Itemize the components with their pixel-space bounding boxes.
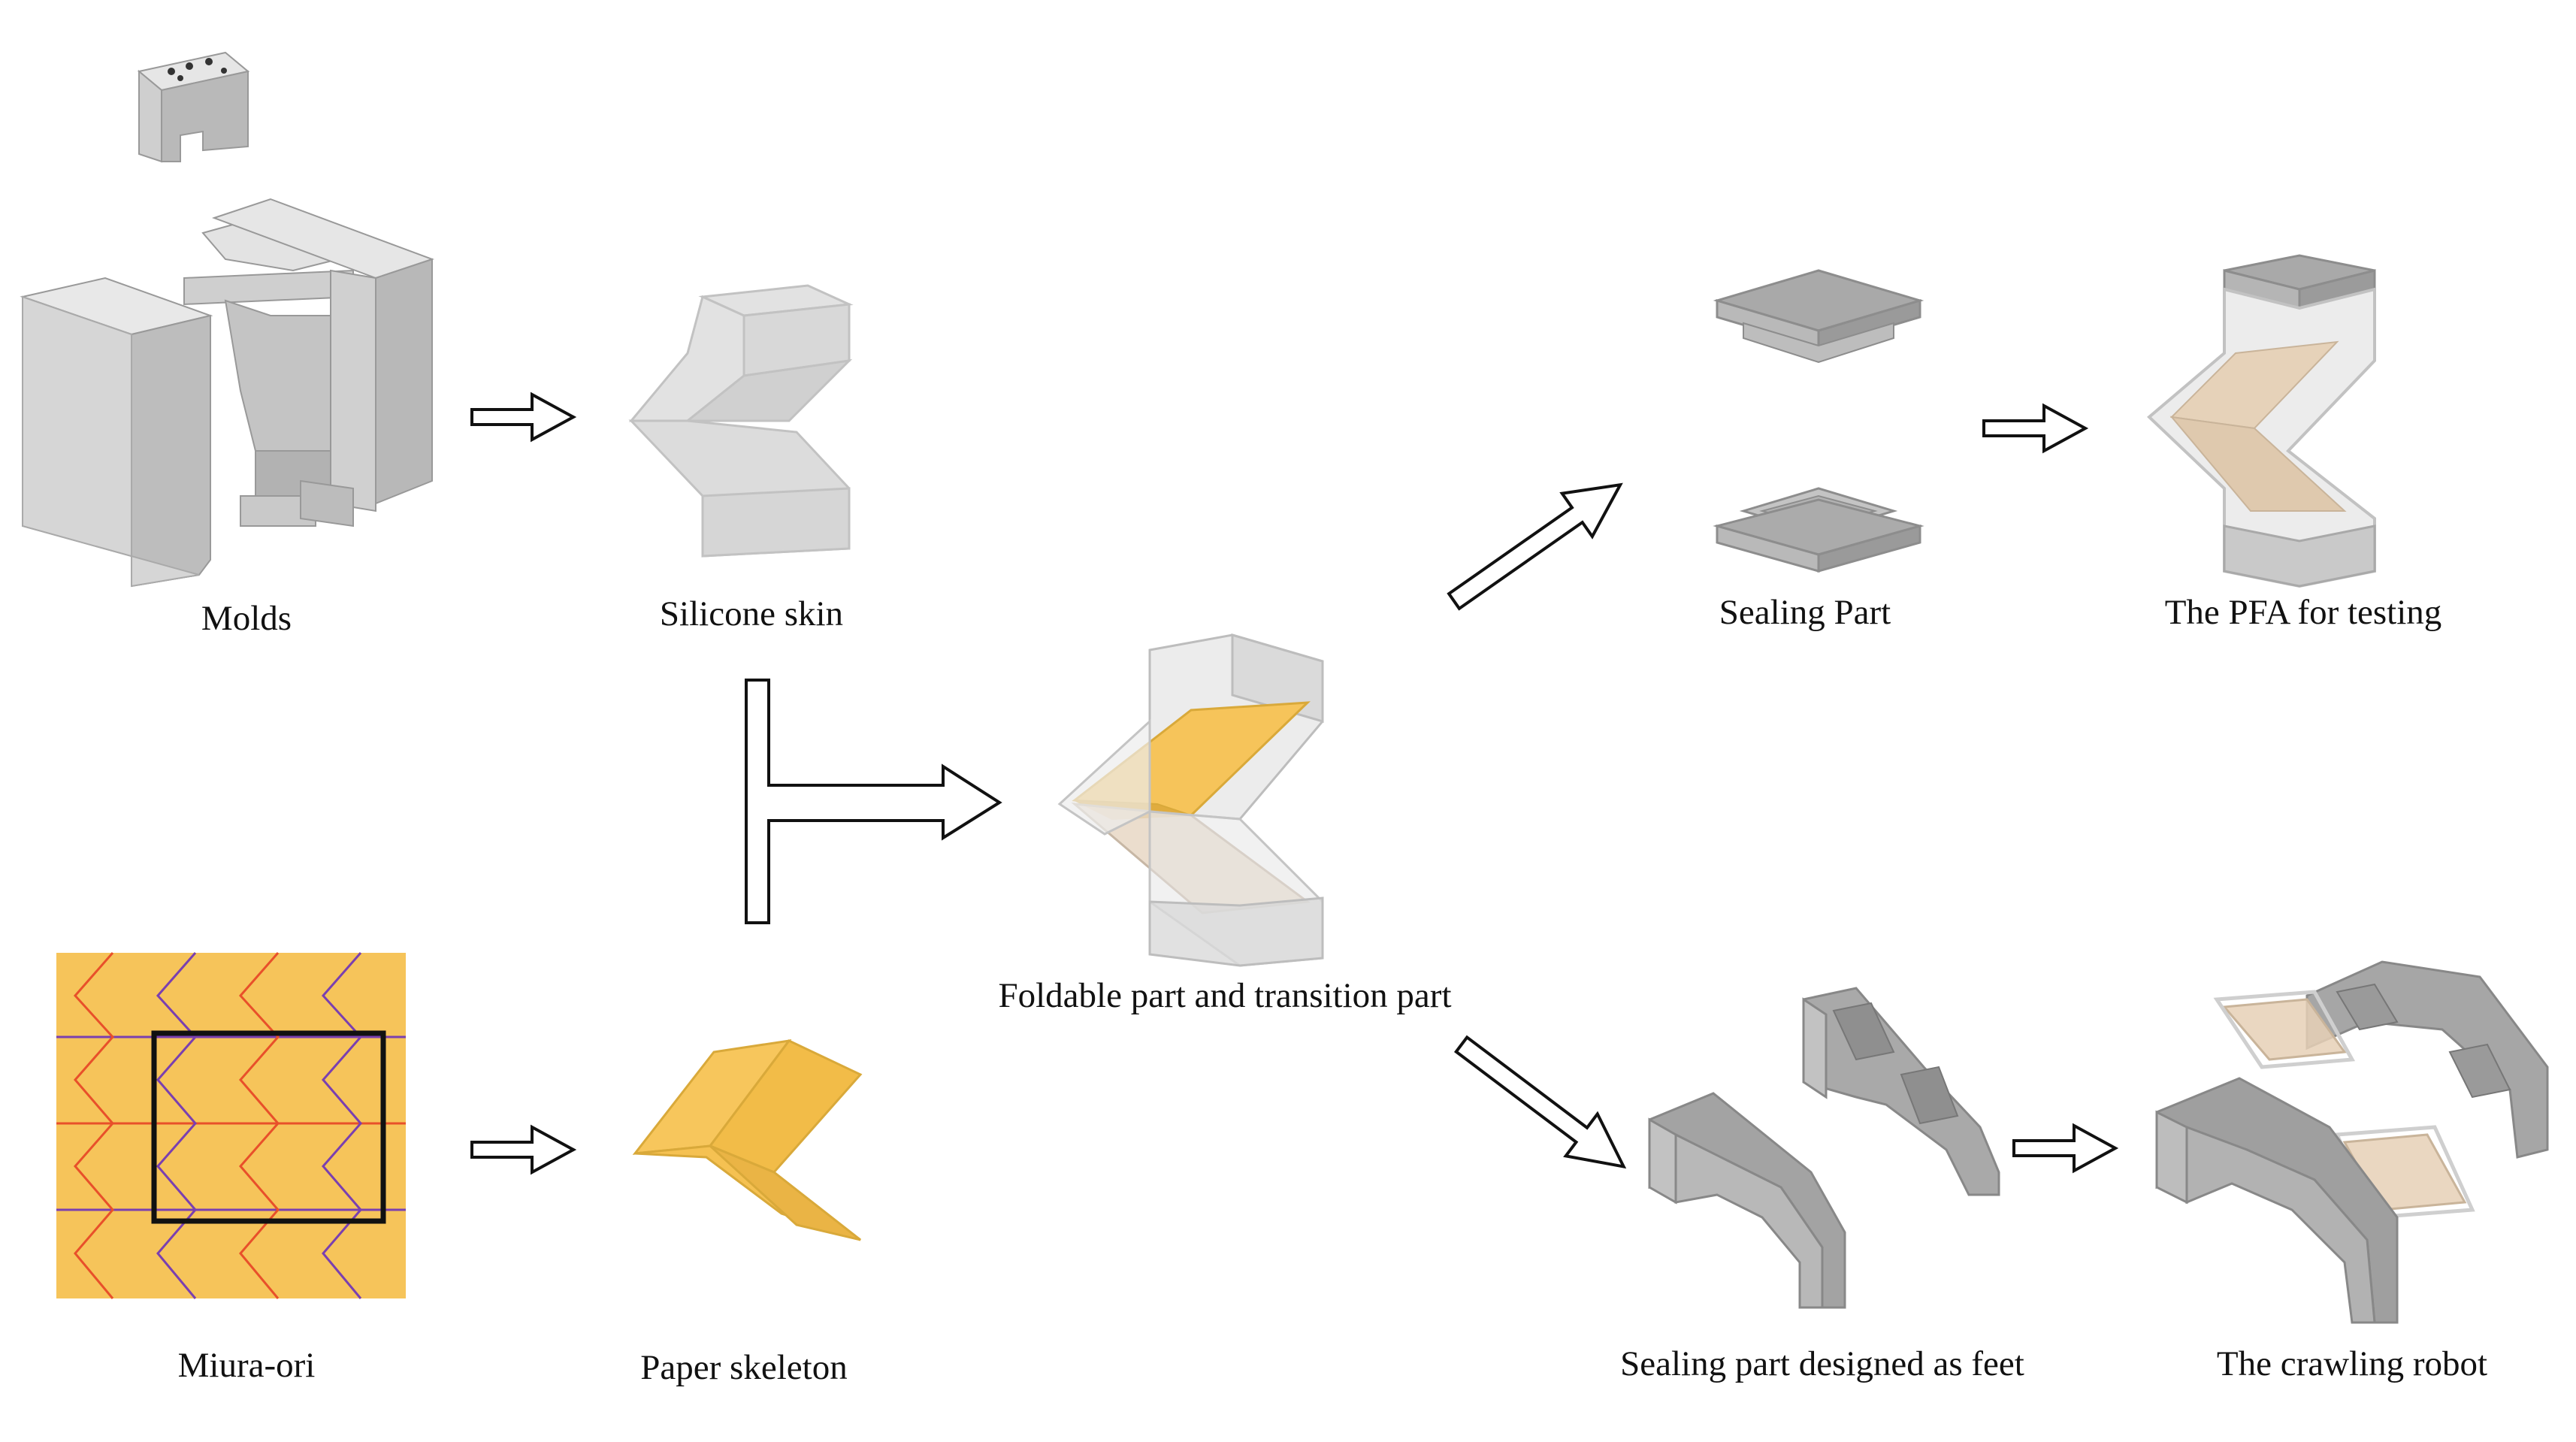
hollow-arrow-icon (470, 391, 577, 443)
t-junction-arrow-icon (745, 679, 1002, 924)
paper-skeleton-illustration (632, 1038, 863, 1241)
molds-illustration (20, 51, 435, 588)
sealing-part-illustration (1713, 269, 1924, 573)
mold-top-piece (137, 51, 250, 163)
paper-skeleton-label: Paper skeleton (640, 1348, 847, 1387)
hollow-arrow-icon (1453, 1035, 1627, 1169)
mold-left-slab (20, 277, 213, 588)
crawling-robot-label: The crawling robot (2217, 1344, 2487, 1383)
foldable-part-label: Foldable part and transition part (998, 976, 1451, 1015)
foldable-part-illustration (1057, 633, 1324, 967)
mold-right-slab (211, 198, 435, 528)
sealing-feet-illustration (1648, 987, 2000, 1309)
hollow-arrow-icon (1982, 403, 2089, 454)
hollow-arrow-icon (1447, 482, 1623, 611)
silicone-skin-label: Silicone skin (660, 594, 843, 633)
crawling-robot-illustration (2155, 960, 2549, 1324)
silicone-skin-illustration (628, 284, 854, 558)
miura-ori-label: Miura-ori (178, 1346, 316, 1385)
molds-label: Molds (201, 599, 292, 638)
hollow-arrow-icon (470, 1124, 577, 1175)
sealing-feet-label: Sealing part designed as feet (1620, 1344, 2024, 1383)
hollow-arrow-icon (2012, 1123, 2119, 1174)
pfa-label: The PFA for testing (2165, 593, 2442, 632)
miura-ori-pattern (56, 952, 406, 1299)
pfa-illustration (2147, 254, 2376, 588)
sealing-part-label: Sealing Part (1719, 593, 1891, 632)
